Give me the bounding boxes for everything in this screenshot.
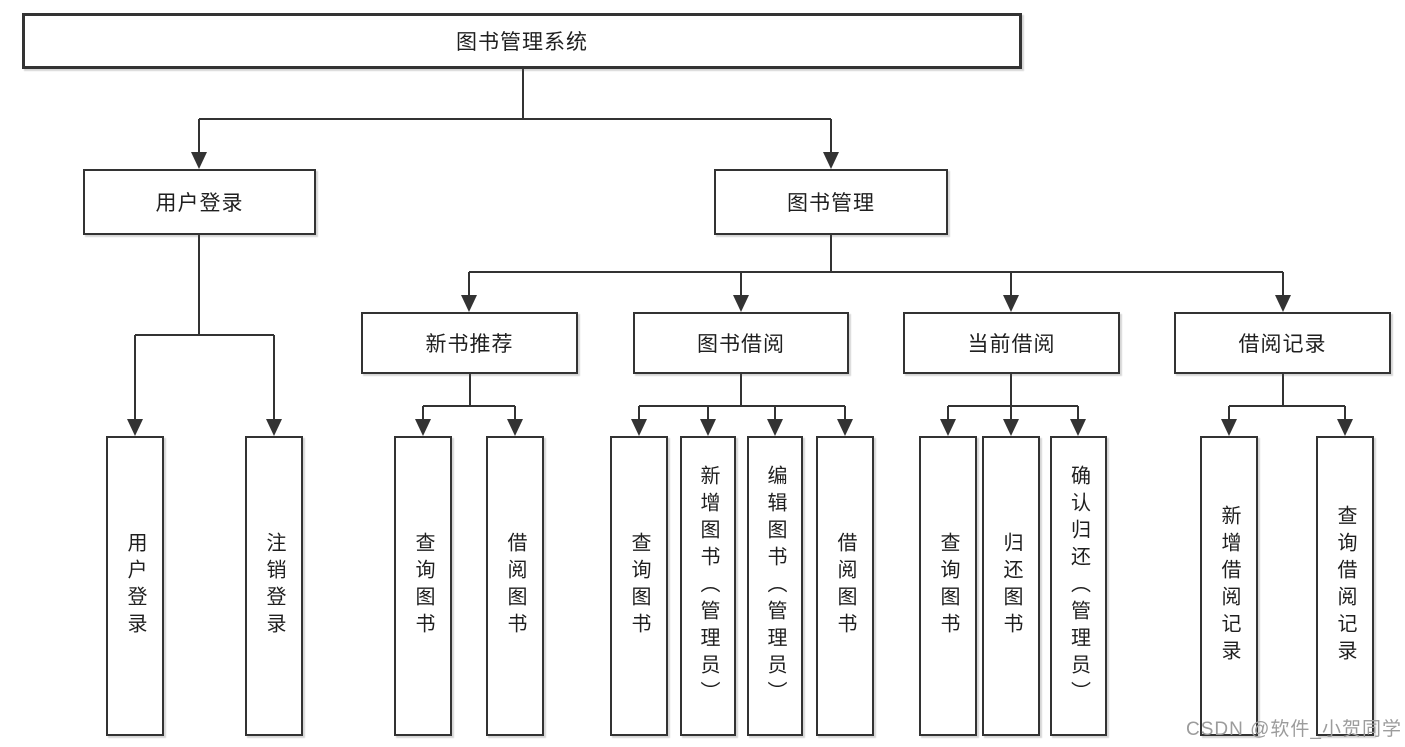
arrow-down-icon bbox=[1337, 419, 1353, 436]
node-label: 新增图书（管理员） bbox=[697, 464, 719, 708]
leaf-logout: 注销登录 bbox=[245, 436, 303, 736]
node-label: 借阅图书 bbox=[504, 532, 526, 640]
node-label: 用户登录 bbox=[124, 532, 146, 640]
node-new-book-recommend: 新书推荐 bbox=[361, 312, 578, 374]
arrow-down-icon bbox=[837, 419, 853, 436]
node-borrow-records: 借阅记录 bbox=[1174, 312, 1391, 374]
arrow-down-icon bbox=[1003, 419, 1019, 436]
leaf-add-borrow-record: 新增借阅记录 bbox=[1200, 436, 1258, 736]
leaf-edit-books-admin: 编辑图书（管理员） bbox=[747, 436, 803, 736]
arrow-down-icon bbox=[767, 419, 783, 436]
leaf-query-books-borrow: 查询图书 bbox=[610, 436, 668, 736]
node-label: 图书管理 bbox=[787, 192, 875, 215]
leaf-query-books-current: 查询图书 bbox=[919, 436, 977, 736]
arrow-down-icon bbox=[1070, 419, 1086, 436]
arrow-down-icon bbox=[461, 295, 477, 312]
connector-current-to-leaves bbox=[947, 373, 1079, 421]
node-book-borrow: 图书借阅 bbox=[633, 312, 849, 374]
arrow-down-icon bbox=[733, 295, 749, 312]
node-label: 新书推荐 bbox=[425, 333, 514, 356]
node-label: 新增借阅记录 bbox=[1218, 505, 1240, 667]
leaf-return-books: 归还图书 bbox=[982, 436, 1040, 736]
arrowheads bbox=[127, 152, 1353, 436]
node-label: 注销登录 bbox=[263, 532, 285, 640]
node-label: 查询借阅记录 bbox=[1334, 505, 1356, 667]
node-label: 归还图书 bbox=[1000, 532, 1022, 640]
node-label: 借阅图书 bbox=[834, 532, 856, 640]
node-current-borrow: 当前借阅 bbox=[903, 312, 1120, 374]
node-label: 图书借阅 bbox=[697, 333, 785, 356]
arrow-down-icon bbox=[1275, 295, 1291, 312]
leaf-add-books-admin: 新增图书（管理员） bbox=[680, 436, 736, 736]
arrow-down-icon bbox=[1003, 295, 1019, 312]
leaf-user-login: 用户登录 bbox=[106, 436, 164, 736]
node-user-login: 用户登录 bbox=[83, 169, 316, 235]
arrow-down-icon bbox=[127, 419, 143, 436]
arrow-down-icon bbox=[631, 419, 647, 436]
node-label: 当前借阅 bbox=[967, 333, 1056, 356]
arrow-down-icon bbox=[415, 419, 431, 436]
node-label: 确认归还（管理员） bbox=[1067, 464, 1090, 708]
node-book-management: 图书管理 bbox=[714, 169, 948, 235]
node-label: 图书管理系统 bbox=[456, 31, 588, 54]
leaf-borrow-books-rec: 借阅图书 bbox=[486, 436, 544, 736]
arrow-down-icon bbox=[507, 419, 523, 436]
leaf-borrow-books: 借阅图书 bbox=[816, 436, 874, 736]
leaf-query-borrow-record: 查询借阅记录 bbox=[1316, 436, 1374, 736]
leaf-confirm-return-admin: 确认归还（管理员） bbox=[1050, 436, 1107, 736]
node-label: 编辑图书（管理员） bbox=[764, 464, 786, 708]
connector-records-to-leaves bbox=[1228, 373, 1346, 421]
leaf-query-books-rec: 查询图书 bbox=[394, 436, 452, 736]
connector-root-to-level2 bbox=[198, 69, 832, 154]
node-label: 借阅记录 bbox=[1238, 333, 1327, 356]
arrow-down-icon bbox=[266, 419, 282, 436]
node-label: 查询图书 bbox=[628, 532, 650, 640]
node-label: 查询图书 bbox=[937, 532, 959, 640]
node-label: 用户登录 bbox=[155, 192, 244, 215]
node-label: 查询图书 bbox=[412, 532, 434, 640]
arrow-down-icon bbox=[191, 152, 207, 169]
connector-rec-to-leaves bbox=[422, 373, 516, 421]
arrow-down-icon bbox=[940, 419, 956, 436]
arrow-down-icon bbox=[700, 419, 716, 436]
connector-mgmt-to-level3 bbox=[468, 234, 1284, 297]
arrow-down-icon bbox=[1221, 419, 1237, 436]
arrow-down-icon bbox=[823, 152, 839, 169]
node-root: 图书管理系统 bbox=[22, 13, 1022, 69]
connector-borrow-to-leaves bbox=[638, 373, 846, 421]
watermark-text: CSDN @软件_小贺同学 bbox=[1186, 719, 1402, 740]
connector-login-to-leaves bbox=[134, 234, 275, 421]
